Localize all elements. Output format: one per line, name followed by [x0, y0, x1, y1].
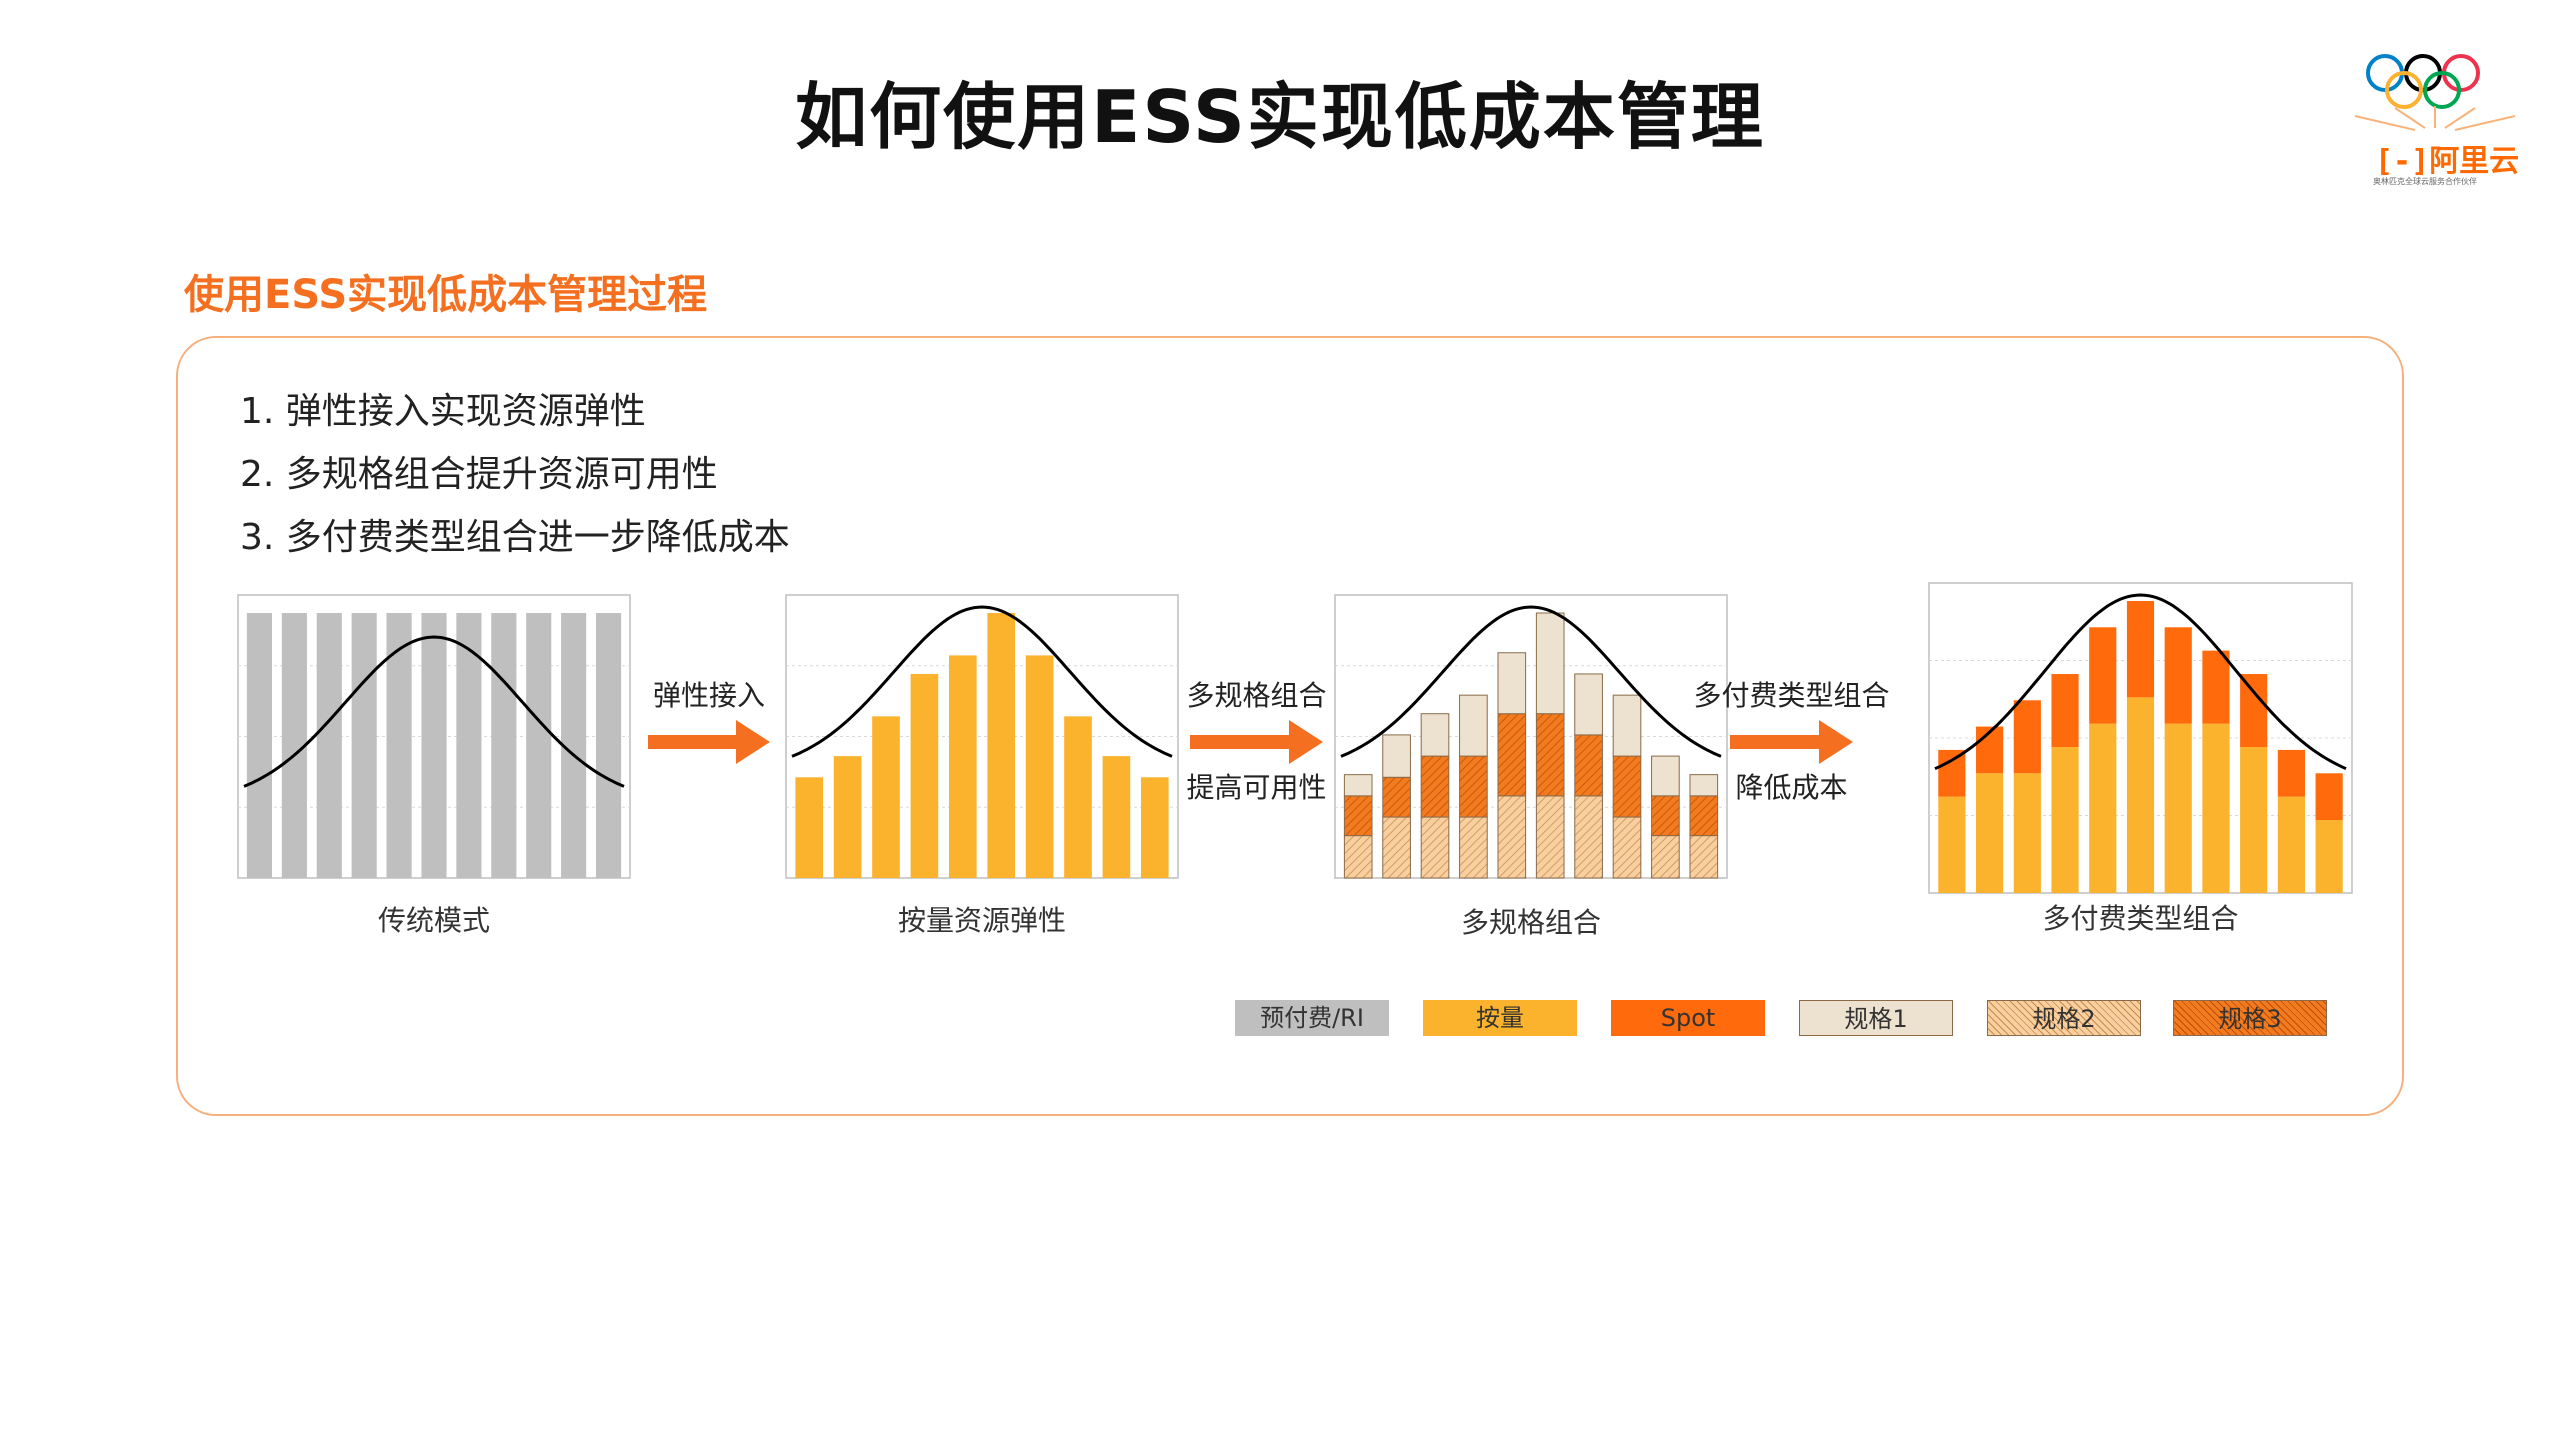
legend-item-on_demand: 按量: [1423, 1000, 1577, 1036]
step-item: 2. 多规格组合提升资源可用性: [240, 454, 718, 495]
olympic-rings-icon: [2354, 54, 2516, 131]
step-item: 1. 弹性接入实现资源弹性: [240, 391, 646, 432]
steps-list: 1. 弹性接入实现资源弹性 2. 多规格组合提升资源可用性 3. 多付费类型组合…: [240, 380, 790, 569]
logo-slogan: 奥林匹克全球云服务合作伙伴: [2373, 177, 2477, 186]
legend-item-spot: Spot: [1611, 1000, 1765, 1036]
legend-item-prepaid: 预付费/RI: [1235, 1000, 1389, 1036]
section-title: 使用ESS实现低成本管理过程: [184, 272, 708, 318]
step-item: 3. 多付费类型组合进一步降低成本: [240, 517, 790, 558]
legend-item-spec2: 规格2: [1987, 1000, 2141, 1036]
aliyun-olympic-logo: [-]阿里云 奥林匹克全球云服务合作伙伴: [2335, 48, 2535, 198]
page-title: 如何使用ESS实现低成本管理: [795, 75, 1765, 159]
legend-item-spec1: 规格1: [1799, 1000, 1953, 1036]
legend-item-spec3: 规格3: [2173, 1000, 2327, 1036]
process-panel: [176, 336, 2404, 1116]
aliyun-brand-text: [-]阿里云: [2375, 144, 2520, 179]
